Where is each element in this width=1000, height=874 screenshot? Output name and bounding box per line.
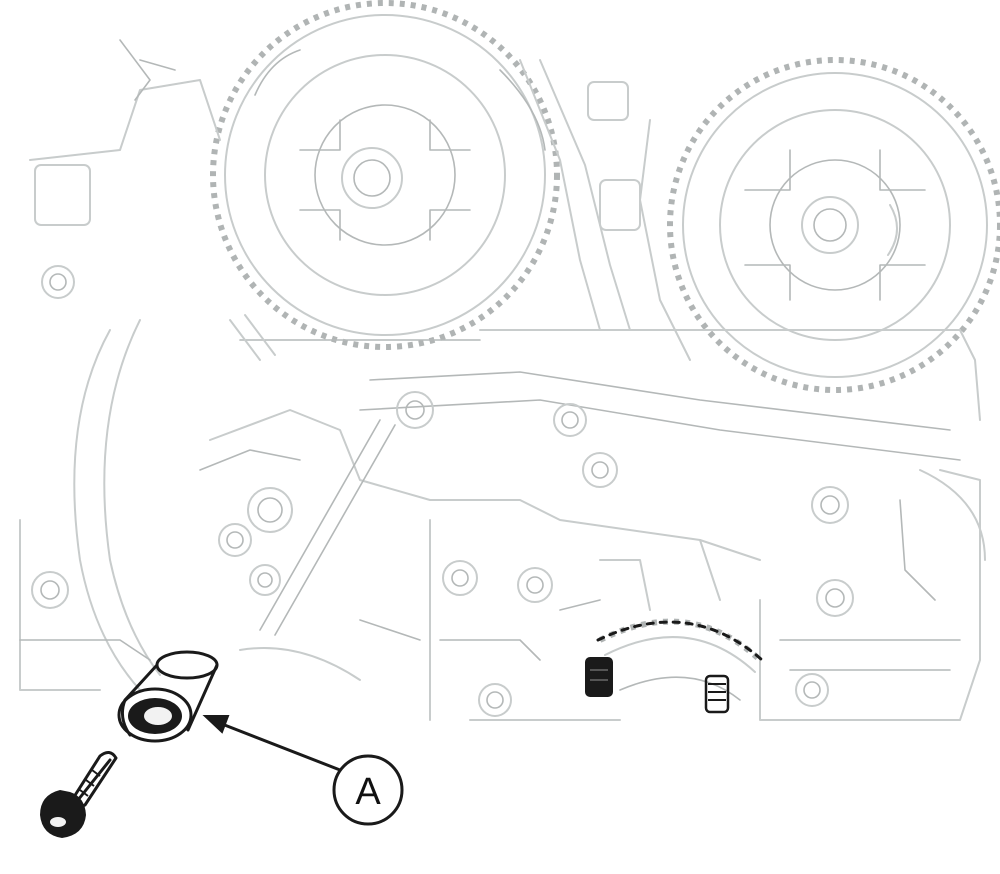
cylinder-head: [29, 39, 981, 461]
callout-leader: [202, 715, 342, 772]
crank-dowel-right: [704, 674, 730, 714]
left-cam-sprocket: [210, 0, 560, 350]
lower-block: [19, 409, 986, 721]
timing-belt: [73, 59, 691, 691]
idler-pulley-icon: [117, 650, 219, 743]
callout-a-label: A: [355, 771, 381, 813]
highlight-components: A: [40, 650, 730, 838]
bolt-icon: [40, 751, 118, 838]
crank-sprocket: [596, 618, 764, 701]
callout-a: A: [332, 754, 404, 826]
crank-dowel-left: [585, 657, 613, 697]
housing-bolts: [31, 265, 854, 717]
right-cam-sprocket: [667, 57, 1000, 393]
engine-background: [19, 0, 1000, 721]
